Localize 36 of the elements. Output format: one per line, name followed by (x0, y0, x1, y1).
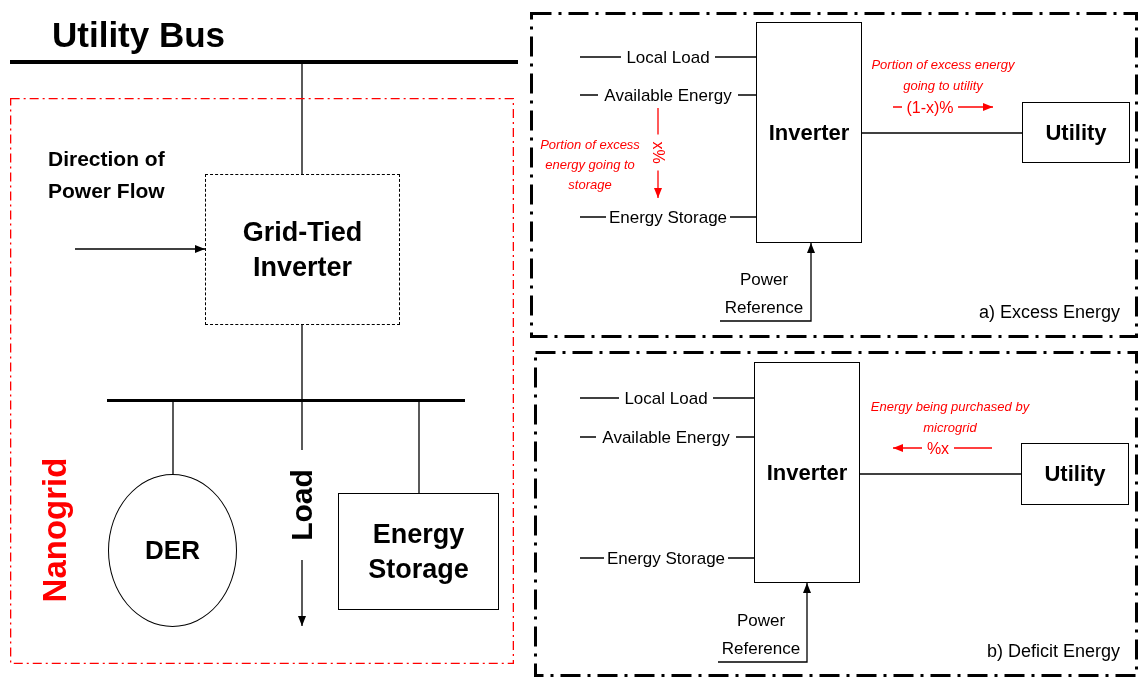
utility-box (1022, 102, 1130, 163)
connector-line (859, 473, 1022, 475)
node-label: DER (144, 533, 201, 567)
edge-label: Direction of Power Flow (48, 146, 166, 204)
inverter-box (756, 22, 862, 243)
bus-bar (107, 399, 465, 402)
node-label: Energy Storage (367, 517, 470, 586)
node-label: Grid-Tied Inverter (241, 215, 364, 284)
annotation-text: Energy being purchased by microgrid (869, 398, 1031, 437)
der-circle (108, 474, 237, 627)
edge-label: Power Reference (723, 269, 805, 319)
connector-line (301, 324, 303, 400)
node-label: Inverter (765, 458, 849, 487)
annotation-text: Portion of excess energy going to storage (539, 136, 641, 194)
node-label: Utility (1044, 118, 1108, 147)
arrow (717, 582, 811, 663)
connector-line (418, 401, 420, 494)
inverter-box (754, 362, 860, 583)
bus-title: Utility Bus (52, 14, 226, 56)
annotation-text: Portion of excess energy going to utility (870, 56, 1016, 95)
inverter-box (205, 174, 400, 325)
panel-frame (534, 351, 1138, 677)
connector-line (861, 132, 1023, 134)
arrow (74, 245, 206, 253)
connector-line (301, 63, 303, 175)
panel-caption: b) Deficit Energy (986, 639, 1120, 663)
utility-box (1021, 443, 1129, 505)
panel-caption: a) Excess Energy (978, 300, 1120, 324)
storage-box (338, 493, 499, 610)
node-label: Utility (1043, 459, 1107, 488)
arrow (719, 242, 815, 322)
group-title: Nanogrid (35, 456, 74, 605)
node-label: Inverter (767, 118, 851, 147)
panel-frame (530, 12, 1138, 338)
edge-label: Power Reference (720, 610, 802, 660)
connector-line (172, 401, 174, 475)
